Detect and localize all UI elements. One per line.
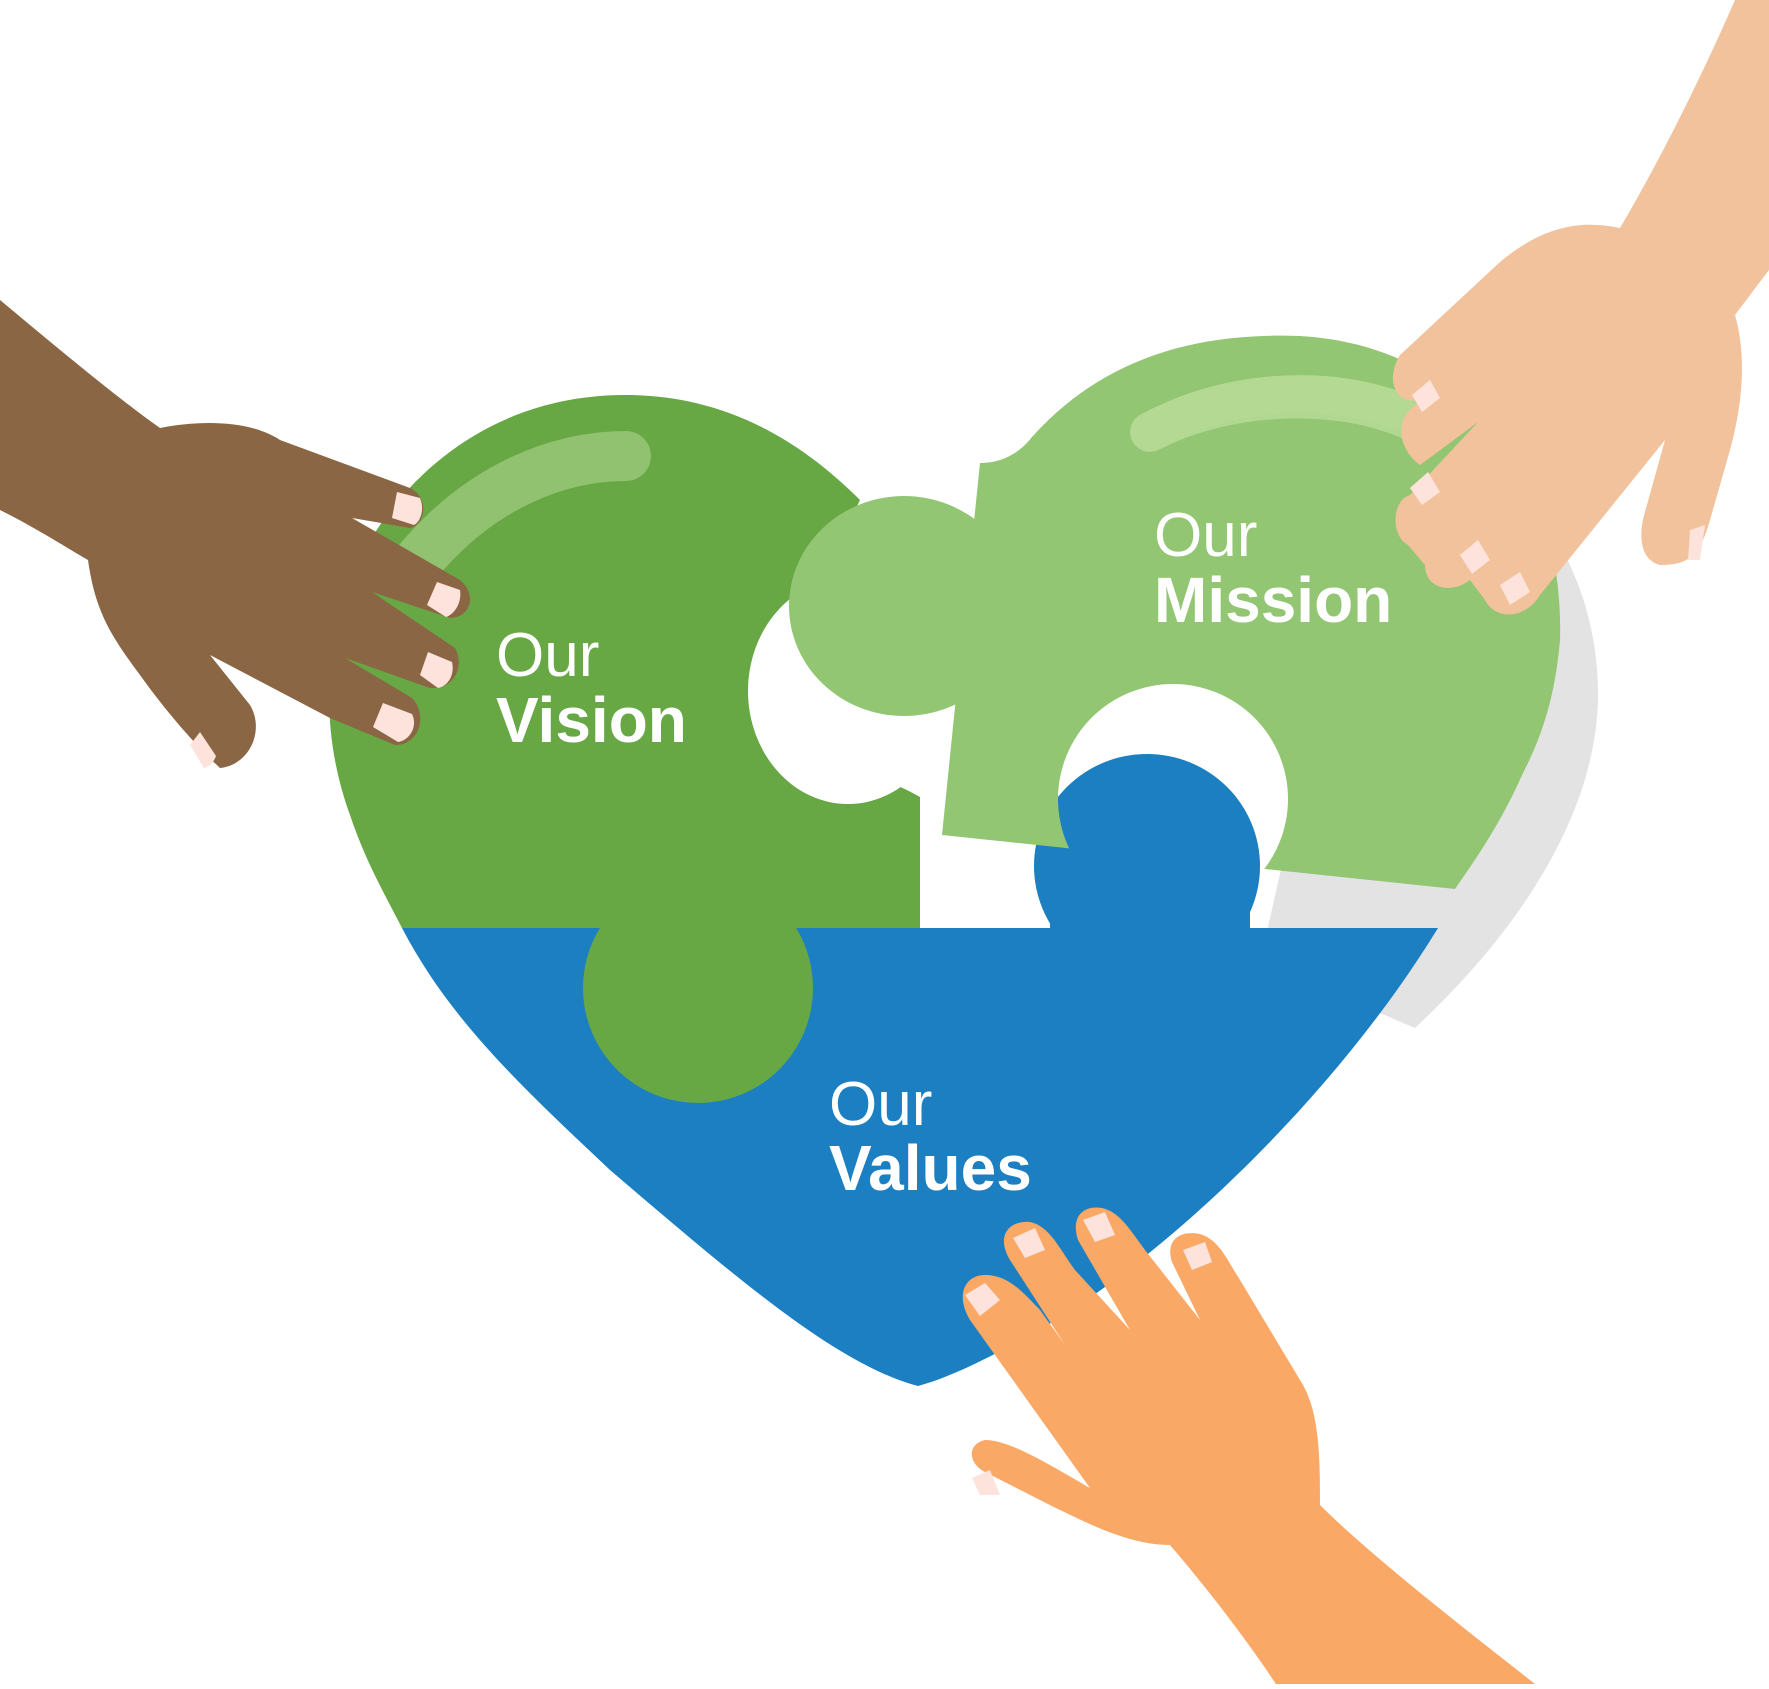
values-label-word: Values xyxy=(829,1132,1032,1204)
peach-hand-nails xyxy=(1410,380,1705,605)
vision-puzzle-piece xyxy=(329,395,921,1103)
mission-puzzle-piece xyxy=(789,335,1561,889)
peach-hand-icon xyxy=(1392,0,1769,615)
mission-piece-body xyxy=(942,335,1561,889)
values-label: Our Values xyxy=(829,1070,1032,1204)
mission-label: Our Mission xyxy=(1154,501,1392,636)
orange-hand-icon xyxy=(962,1207,1535,1684)
vision-label-our: Our xyxy=(496,621,599,690)
brown-hand-icon xyxy=(0,300,471,768)
vision-label: Our Vision xyxy=(496,621,687,756)
brown-hand-nails xyxy=(190,492,461,768)
vision-label-word: Vision xyxy=(496,684,687,756)
mission-tab xyxy=(789,496,1019,716)
vision-tab xyxy=(583,873,813,1103)
orange-hand-nails xyxy=(965,1212,1212,1495)
vision-highlight xyxy=(390,431,651,590)
values-label-our: Our xyxy=(829,1070,932,1139)
mission-label-our: Our xyxy=(1154,501,1257,570)
mission-label-word: Mission xyxy=(1154,564,1392,636)
